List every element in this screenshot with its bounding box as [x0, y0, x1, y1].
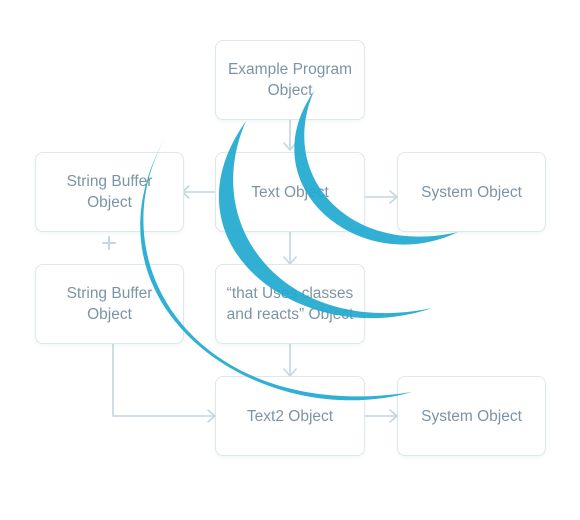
node-uses-classes-object[interactable]: “that Uses classes and reacts” Object	[215, 264, 365, 344]
node-system-object-bottom[interactable]: System Object	[397, 376, 546, 456]
arrowhead-example-to-text	[283, 142, 297, 151]
node-system-object-top[interactable]: System Object	[397, 152, 546, 232]
node-string-buffer-object-top[interactable]: String Buffer Object	[35, 152, 184, 232]
node-label: System Object	[421, 407, 522, 425]
node-label: String Buffer Object	[66, 285, 153, 323]
node-string-buffer-object-bottom[interactable]: String Buffer Object	[35, 264, 184, 344]
node-label: String Buffer Object	[66, 173, 153, 211]
connector-stringbuffer-to-text2	[112, 343, 214, 417]
plus-icon	[102, 236, 116, 250]
logo-swoosh-medium	[218, 121, 432, 319]
logo-swoosh-small	[294, 91, 458, 245]
node-label: Example Program Object	[227, 61, 353, 99]
logo-swoosh-large	[140, 138, 412, 401]
node-label: Text2 Object	[246, 407, 334, 425]
node-label: System Object	[421, 183, 522, 201]
node-example-program-object[interactable]: Example Program Object	[215, 40, 365, 120]
